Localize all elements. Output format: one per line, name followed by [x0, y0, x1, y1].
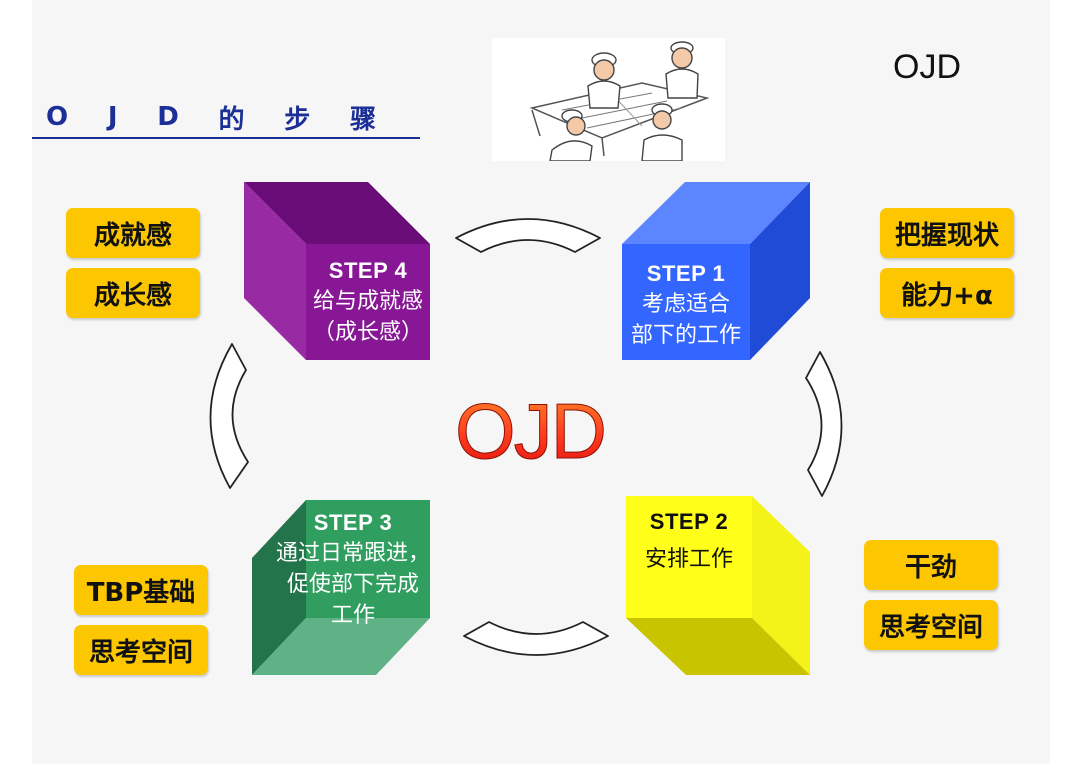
- tag-thinking-space: 思考空间: [864, 600, 998, 650]
- step3-label: STEP 3: [313, 510, 393, 535]
- step2-text: STEP 2 安排工作: [626, 505, 752, 581]
- center-ojd-label: OJD: [455, 387, 605, 475]
- step2-label: STEP 2: [649, 509, 729, 534]
- workers-illustration: [492, 38, 725, 162]
- arrow-right: [805, 351, 843, 497]
- heading-char: D: [157, 102, 179, 132]
- step3-line: 促使部下完成: [286, 572, 419, 597]
- heading-char: 骤: [349, 104, 376, 135]
- center-ojd: OJD: [430, 378, 630, 478]
- heading-underline: [32, 137, 420, 139]
- heading-char: J: [107, 102, 118, 132]
- arrow-bottom: [463, 621, 609, 656]
- tag-growth: 成长感: [66, 268, 200, 318]
- step3-line: 工作: [330, 603, 375, 628]
- corner-title: OJD: [893, 48, 961, 86]
- step1-label: STEP 1: [646, 261, 726, 286]
- step3-text: STEP 3 通过日常跟进， 促使部下完成 工作: [270, 507, 436, 631]
- step4-text: STEP 4 给与成就感 （成长感）: [306, 255, 430, 348]
- tag-thinking-space: 思考空间: [74, 625, 208, 675]
- step4-label: STEP 4: [328, 258, 408, 283]
- step4-line: 给与成就感: [312, 289, 423, 314]
- workers-drawing: [529, 41, 710, 162]
- step1-line: 考虑适合: [641, 292, 730, 317]
- cube-step2: [626, 496, 810, 675]
- step3-line: 通过日常跟进，: [275, 541, 430, 566]
- tag-motivation: 干劲: [864, 540, 998, 590]
- cube-step3: [252, 500, 430, 675]
- arrow-top: [455, 218, 601, 253]
- heading-char: 的: [218, 104, 245, 135]
- section-heading: O J D 的 步 骤: [46, 100, 376, 135]
- heading-char: O: [46, 102, 69, 132]
- cube-step4: [244, 182, 430, 360]
- tag-ability: 能力+α: [880, 268, 1014, 318]
- arrow-left: [209, 343, 249, 489]
- tag-tbp-basics: TBP基础: [74, 565, 208, 615]
- tag-achievement: 成就感: [66, 208, 200, 258]
- step1-line: 部下的工作: [630, 323, 741, 348]
- step1-text: STEP 1 考虑适合 部下的工作: [622, 258, 750, 351]
- step4-line: （成长感）: [312, 320, 423, 345]
- cube-step1: [622, 182, 810, 360]
- center-ojd-graphic: OJD: [455, 387, 608, 476]
- tag-grasp-status: 把握现状: [880, 208, 1014, 258]
- heading-char: 步: [284, 104, 311, 135]
- step2-line: 安排工作: [644, 547, 733, 572]
